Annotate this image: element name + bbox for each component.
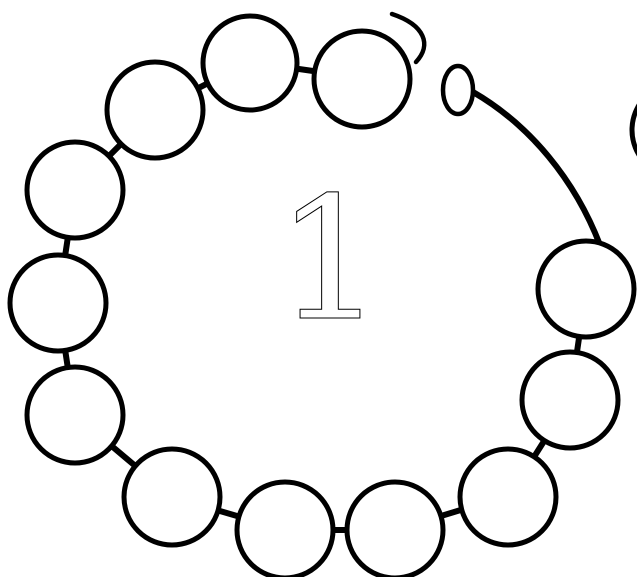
center-numeral: 1	[276, 161, 384, 359]
bead-02	[314, 31, 410, 127]
bead-08	[237, 482, 333, 577]
bead-11	[522, 352, 618, 448]
bead-12	[538, 241, 634, 337]
clasp-ring	[443, 66, 473, 114]
bead-07	[124, 449, 220, 545]
partial-bead-right-edge	[632, 82, 637, 178]
bead-05	[10, 255, 106, 351]
bead-06	[27, 367, 123, 463]
bead-10	[460, 449, 556, 545]
bead-09	[347, 482, 443, 577]
bead-04	[27, 142, 123, 238]
bead-03	[107, 62, 203, 158]
bead-01	[203, 16, 297, 110]
